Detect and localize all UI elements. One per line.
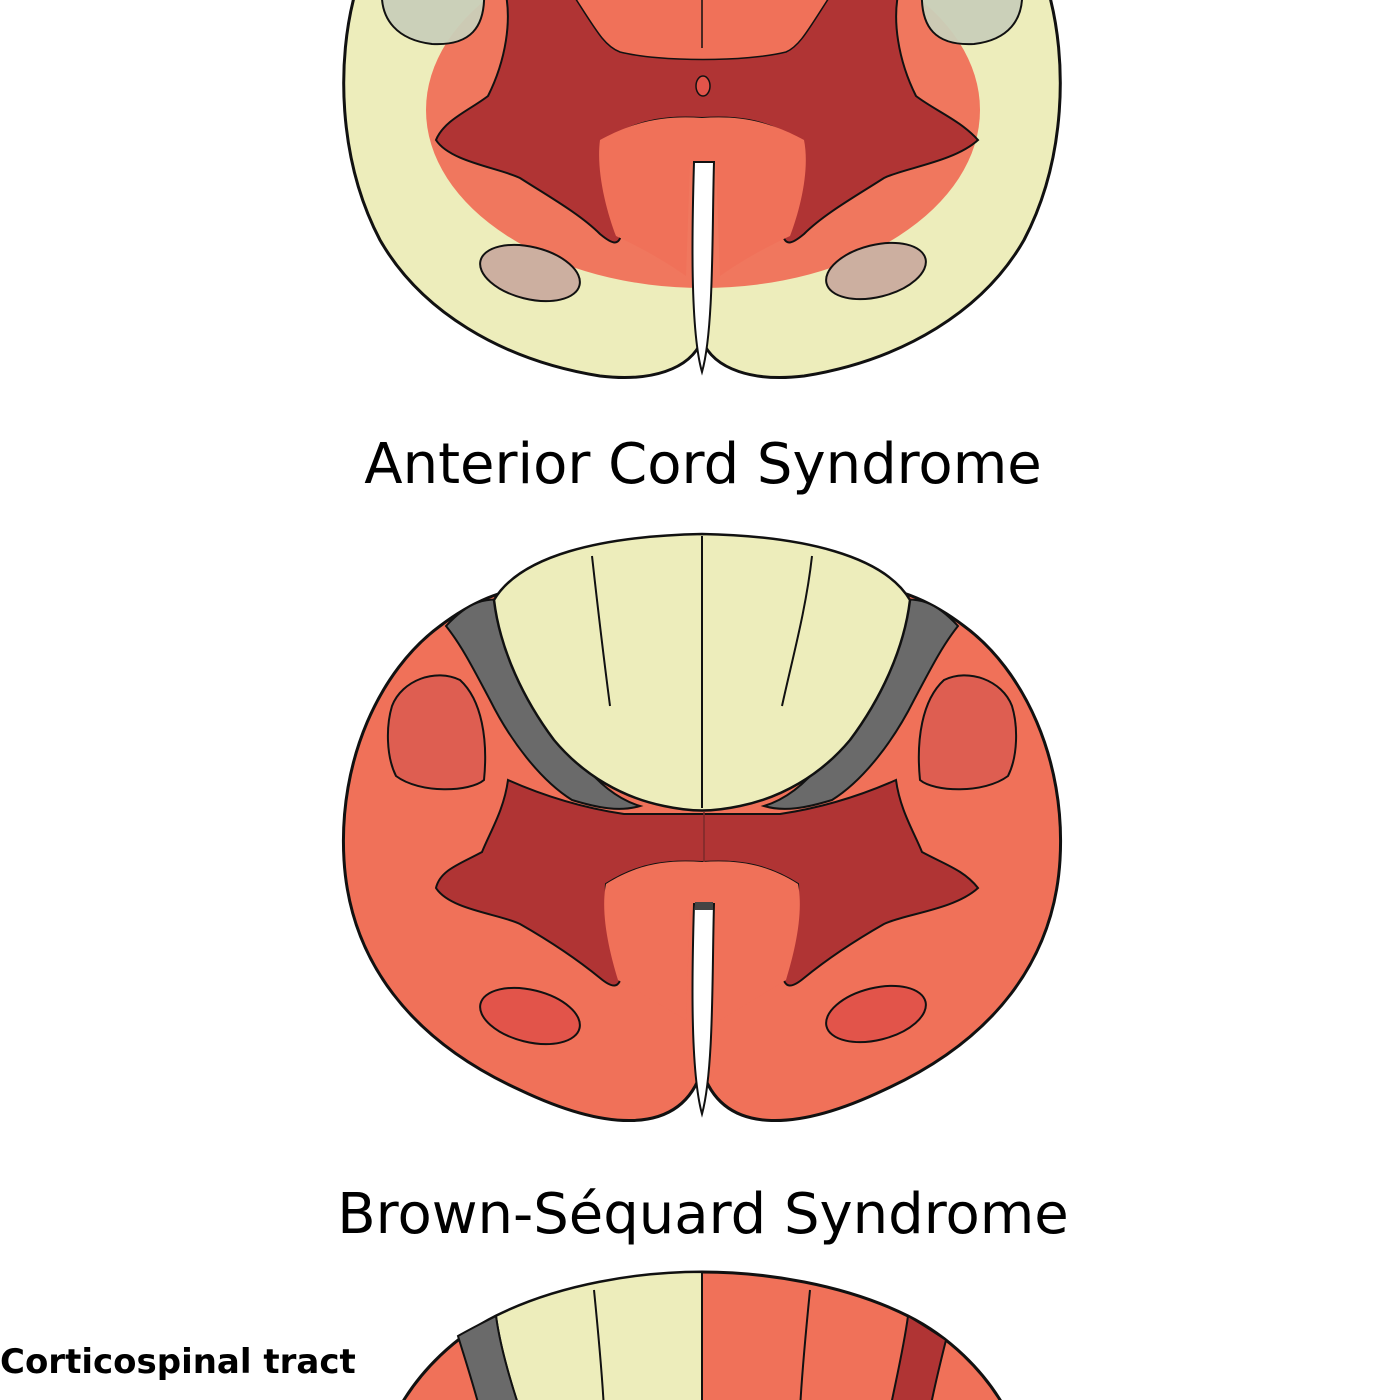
left-anterolateral-tract bbox=[479, 986, 581, 1046]
bottom-divider-left bbox=[593, 1289, 605, 1400]
brown-sequard-ventral-median-fissure bbox=[691, 903, 716, 1118]
bottom-right-dorsal-horn-lesion bbox=[891, 1314, 948, 1400]
bottom-cross-section bbox=[402, 1270, 1002, 1400]
right-anterolateral-tract bbox=[825, 984, 927, 1044]
right-corticospinal-tract bbox=[920, 0, 1023, 46]
bottom-left-dorsal-horn bbox=[456, 1314, 518, 1400]
dorsal-column-left-divider bbox=[591, 555, 611, 707]
brown-sequard-cross-section bbox=[341, 532, 1063, 1122]
left-lateral-corticospinal bbox=[386, 674, 487, 791]
anterior-cord-cross-section bbox=[342, 0, 1062, 379]
dorsal-column-right-divider bbox=[781, 555, 813, 707]
caption-anterior-cord-syndrome: Anterior Cord Syndrome bbox=[364, 432, 1041, 497]
caption-brown-sequard-syndrome: Brown-Séquard Syndrome bbox=[337, 1182, 1069, 1247]
left-spinothalamic-tract bbox=[479, 243, 581, 303]
right-spinothalamic-tract bbox=[825, 241, 927, 301]
right-lateral-corticospinal bbox=[917, 674, 1018, 791]
brown-sequard-ventral-horns bbox=[604, 861, 800, 1020]
anterior-ventral-median-fissure bbox=[691, 161, 716, 376]
bottom-divider-right bbox=[799, 1289, 811, 1400]
caption-corticospinal-tract: Corticospinal tract bbox=[0, 1342, 356, 1382]
left-corticospinal-tract bbox=[381, 0, 486, 46]
brown-sequard-central-canal bbox=[695, 902, 713, 910]
anterior-central-canal bbox=[695, 75, 711, 97]
anterior-ventral-commissure bbox=[599, 117, 806, 277]
